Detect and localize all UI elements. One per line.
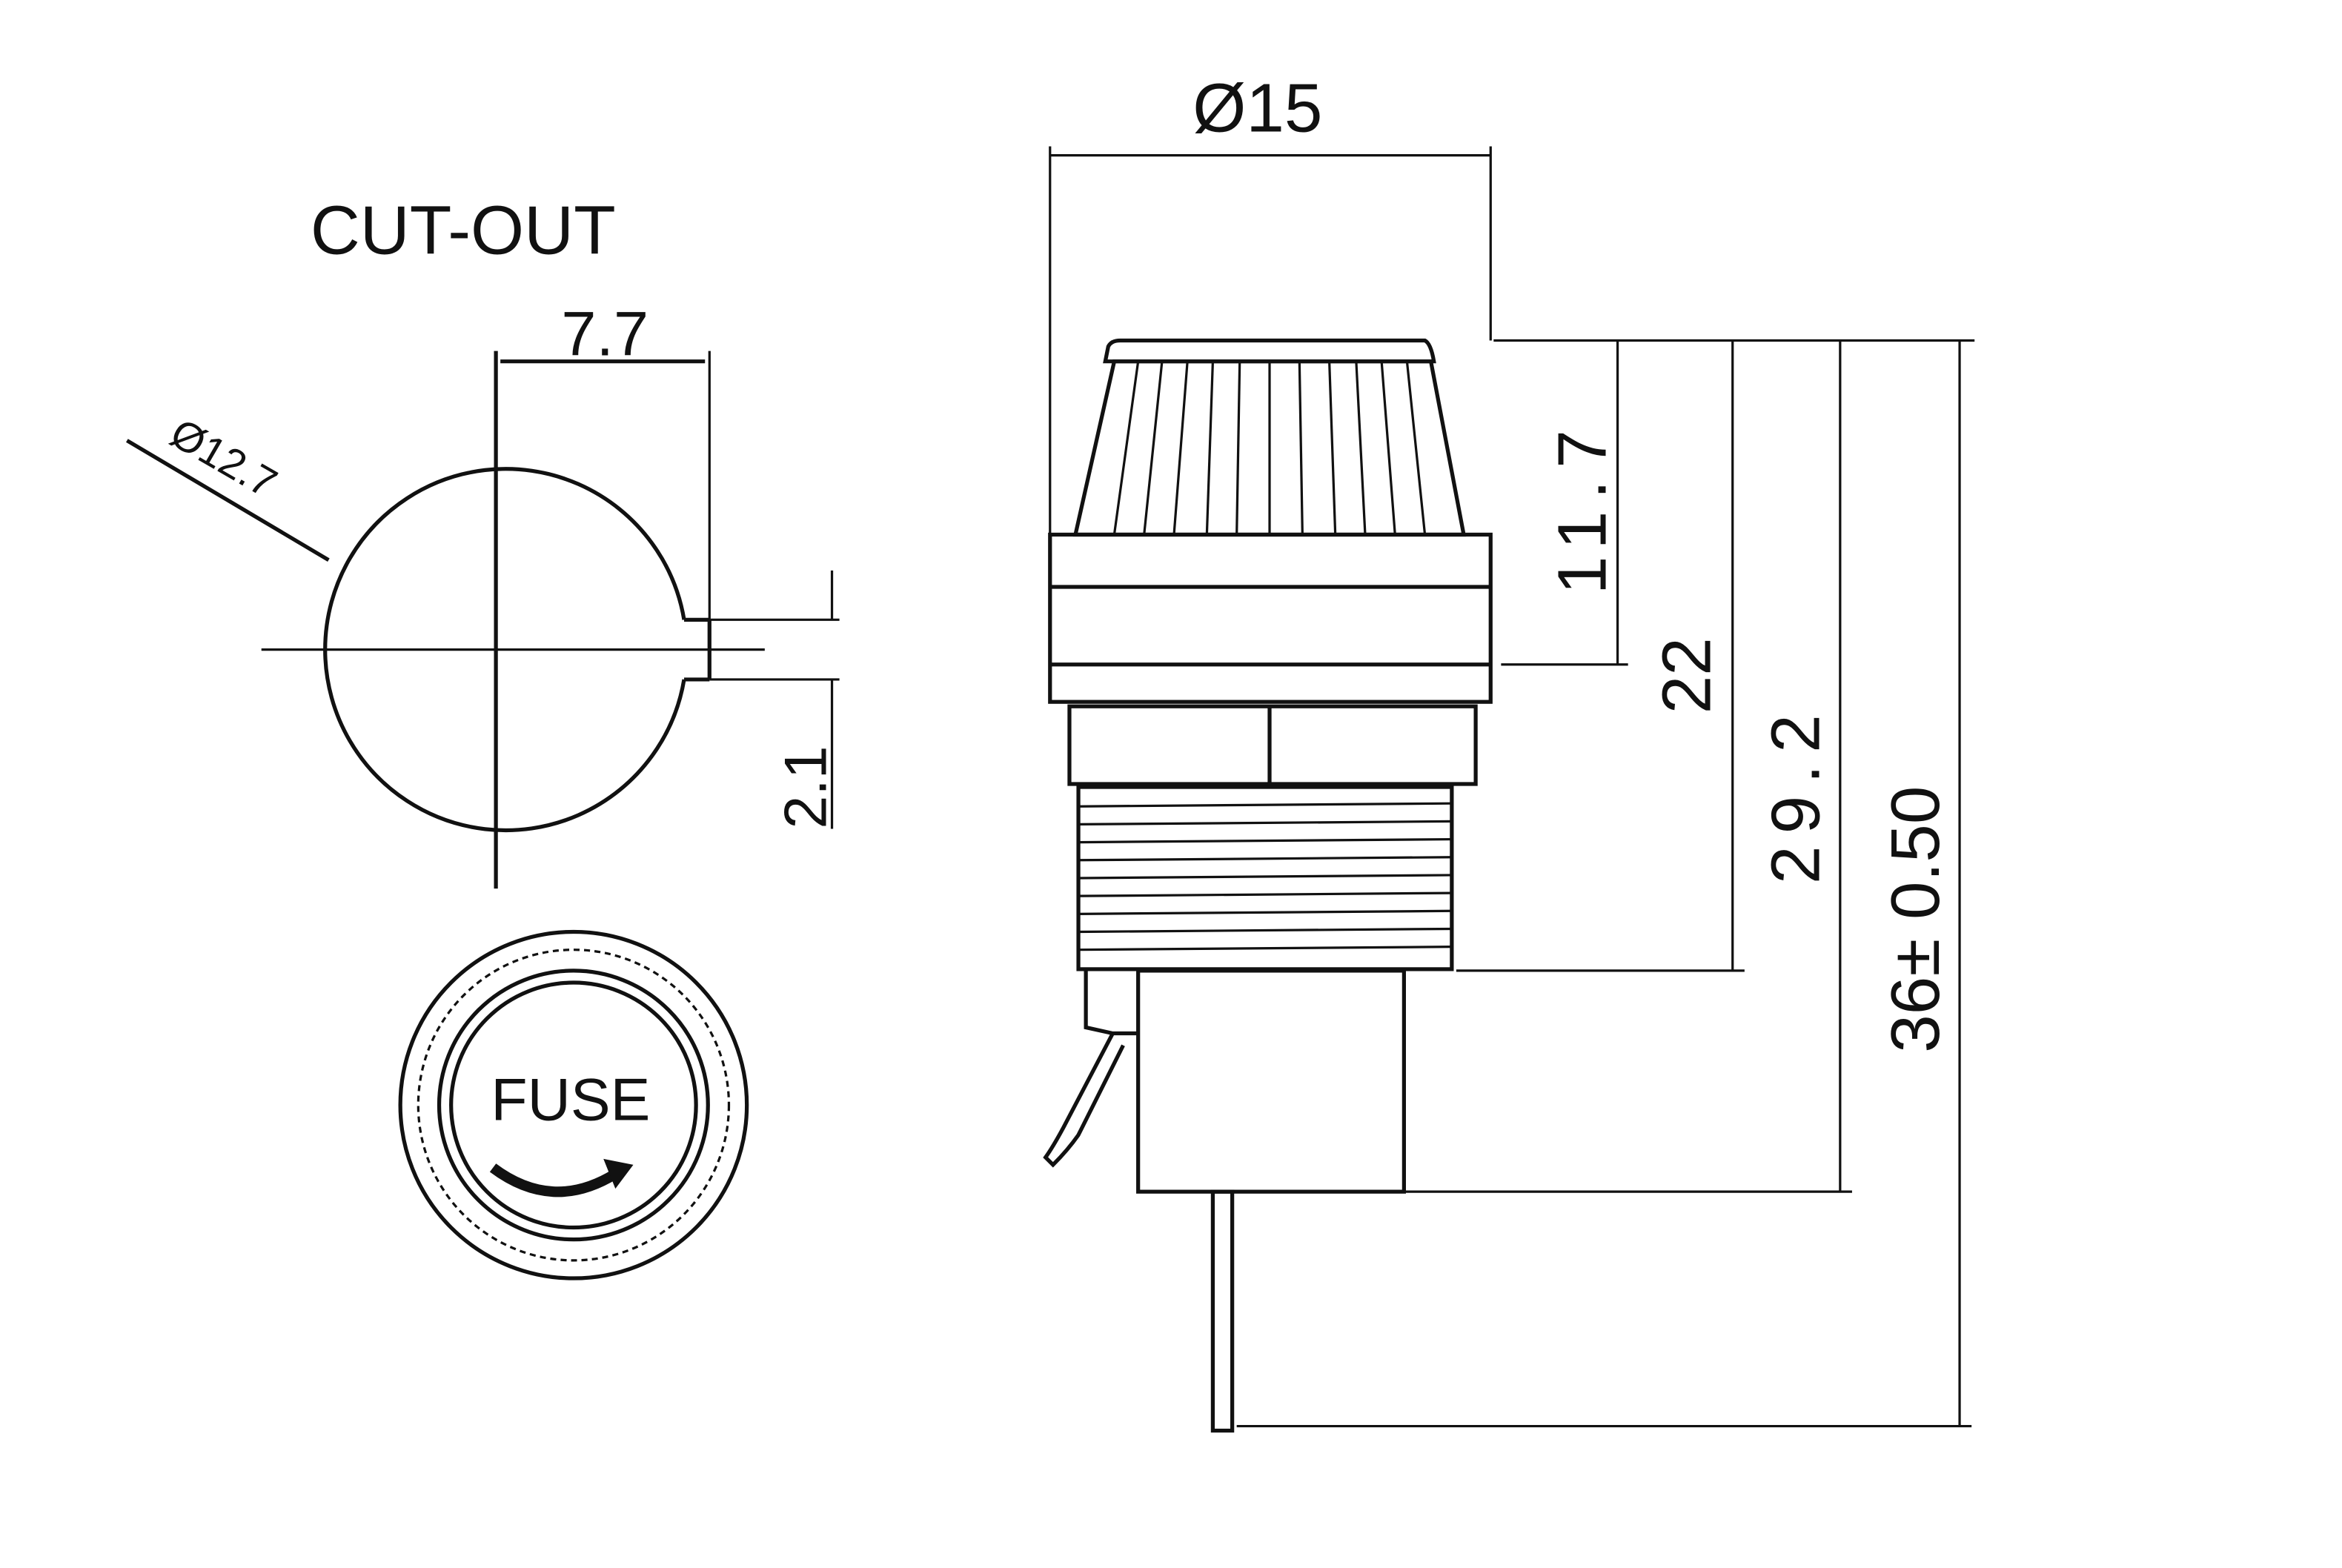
dim-label-7-7: 7.7 [561, 299, 648, 369]
dim-label-36: 36± 0.50 [1877, 786, 1954, 1053]
cap-label: FUSE [491, 1066, 650, 1133]
dim-label-11-7: 11.7 [1543, 418, 1620, 594]
cap-knurling [417, 949, 731, 1262]
arrow-head-icon [603, 1158, 634, 1189]
leader-diameter [126, 439, 330, 562]
cap-outer-ring [398, 929, 749, 1280]
dim-label-29-2: 29.2 [1757, 702, 1834, 884]
cutout-title: CUT-OUT [311, 192, 616, 269]
body-flange [1048, 532, 1493, 704]
cap-top [1103, 338, 1436, 364]
thread-lines [1078, 802, 1452, 951]
rotate-arrow-icon [489, 1163, 619, 1197]
solder-terminal [1043, 970, 1138, 1168]
dim-label-22: 22 [1648, 637, 1725, 714]
cutout-view: CUT-OUT 7.7 Ø12.7 2.1 [126, 192, 840, 889]
nut [1067, 704, 1478, 786]
lower-body [1136, 969, 1406, 1194]
dim-label-diameter: Ø12.7 [163, 409, 285, 506]
dim-lines-2-1 [709, 570, 840, 829]
dim-label-diameter-15: Ø15 [1192, 69, 1322, 146]
cap-face-view: FUSE [398, 929, 749, 1280]
cap-inner-ring [449, 980, 698, 1230]
bottom-pin [1210, 1189, 1235, 1433]
knurl-lines [1112, 361, 1427, 535]
side-view: Ø15 11. [1043, 69, 1975, 1433]
dim-label-2-1: 2.1 [772, 745, 839, 828]
cap-knurl-ring [437, 969, 710, 1242]
